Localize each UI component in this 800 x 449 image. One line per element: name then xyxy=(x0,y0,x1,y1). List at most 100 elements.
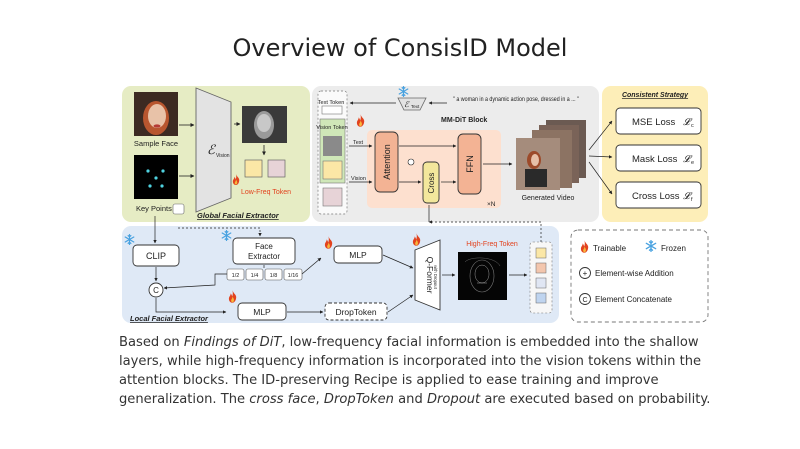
plus-circle-icon xyxy=(579,267,591,279)
high-freq-token-label: High-Freq Token xyxy=(466,241,518,248)
repeat-label: ×N xyxy=(487,201,496,208)
text-token-box xyxy=(321,105,343,115)
mlp-top-block xyxy=(333,245,383,264)
legend-trainable: Trainable xyxy=(593,244,627,253)
caption-italic: cross face xyxy=(249,392,316,407)
caption-part: , xyxy=(315,392,324,407)
arrow-video-cross xyxy=(588,161,613,195)
global-extractor-label: Global Facial Extractor xyxy=(197,211,280,220)
global-facial-extractor: Sample Face Key Points ℰ Vision Low-Freq xyxy=(122,86,310,222)
stream-text-label: Text xyxy=(353,140,364,146)
vision-token-label: Vision Token xyxy=(316,125,348,131)
prompt-text: " a woman in a dynamic action pose, dres… xyxy=(453,96,580,103)
strategy-title: Consistent Strategy xyxy=(622,92,689,99)
scale-label: 1/16 xyxy=(288,273,299,279)
arrow-concat-mlp xyxy=(155,298,227,314)
loss-mse-label: MSE Loss xyxy=(632,117,676,128)
attention-block xyxy=(374,131,399,193)
loss-mask-symbol: 𝓛 xyxy=(683,154,693,165)
consistent-strategy-panel: Consistent Strategy MSE Loss 𝓛 c Mask Lo… xyxy=(588,86,708,222)
loss-cross-symbol: 𝓛 xyxy=(683,191,693,202)
caption-italic: Dropout xyxy=(426,392,481,407)
scale-box xyxy=(226,268,245,281)
addition-node xyxy=(407,158,415,166)
scale-boxes: 1/2 1/4 1/8 1/16 xyxy=(226,268,303,281)
mlp-bottom-label: MLP xyxy=(253,307,271,317)
droptoken-block xyxy=(324,302,388,321)
caption-italic: DropToken xyxy=(323,392,394,407)
loss-cross: Cross Loss 𝓛 f xyxy=(615,181,702,209)
loss-mask: Mask Loss 𝓛 e xyxy=(615,144,702,172)
concat-circle-icon xyxy=(579,293,591,305)
arrow-video-mask xyxy=(588,155,613,159)
low-freq-token-label: Low-Freq Token xyxy=(241,189,291,196)
text-token-label: Text Token xyxy=(318,100,345,106)
generated-video-label: Generated Video xyxy=(522,195,575,202)
loss-mask-label: Mask Loss xyxy=(632,154,678,165)
caption-part: and xyxy=(393,392,427,407)
prompt-line: " a woman in a dynamic action pose, dres… xyxy=(453,96,580,103)
clip-block xyxy=(132,244,180,267)
key-points-label: Key Points xyxy=(136,204,172,213)
loss-mse-sub: c xyxy=(691,123,694,129)
arrow-droptoken-qformer xyxy=(387,294,414,313)
high-freq-token xyxy=(535,262,547,274)
arrow-scales-mlp xyxy=(301,257,322,275)
droptoken-label: DropToken xyxy=(335,307,376,317)
high-freq-image xyxy=(458,252,507,300)
encoded-face-image xyxy=(242,106,287,143)
mlp-bottom-block xyxy=(237,302,287,321)
legend-addition: Element-wise Addition xyxy=(595,269,674,278)
caption-part: are executed based on probability. xyxy=(480,392,711,407)
local-facial-extractor: CLIP C Face Extractor 1/2 1/4 1/8 1/16 M… xyxy=(122,216,559,323)
qformer-sub: with Dropout xyxy=(433,265,438,289)
arrow-face-extractor xyxy=(178,227,262,237)
arrow-mlp-qformer xyxy=(382,254,414,269)
qformer-label: Q-Former xyxy=(425,257,435,294)
clip-label: CLIP xyxy=(146,251,166,261)
key-points-tag xyxy=(172,203,185,215)
caption-part: , low-frequency facial information is em… xyxy=(119,335,702,407)
arrow-scales-concat xyxy=(163,273,227,290)
concat-label: C xyxy=(153,286,159,295)
scale-box xyxy=(264,268,283,281)
mlp-top-label: MLP xyxy=(349,250,367,260)
cross-label: Cross xyxy=(427,173,436,194)
cross-block xyxy=(422,161,440,204)
scale-label: 1/4 xyxy=(251,273,259,279)
caption-part: Based on xyxy=(119,335,184,350)
high-freq-token xyxy=(535,292,547,304)
caption: Based on Findings of DiT, low-frequency … xyxy=(119,333,719,409)
mmdit-panel: Text Token Vision Token ℰ Text " a woman… xyxy=(312,86,599,222)
local-extractor-label: Local Facial Extractor xyxy=(130,314,209,323)
scale-label: 1/8 xyxy=(270,273,278,279)
legend-plus-symbol: + xyxy=(583,269,588,278)
consisid-diagram: Sample Face Key Points ℰ Vision Low-Freq xyxy=(122,86,709,323)
vision-encoder xyxy=(195,87,232,213)
vision-encoder-sub: Vision xyxy=(216,153,230,159)
low-freq-token-2 xyxy=(267,159,286,178)
attention-label: Attention xyxy=(382,144,392,180)
vision-token-extra xyxy=(322,187,343,207)
vision-token-noise xyxy=(323,136,342,156)
concat-node xyxy=(148,282,164,298)
sample-face-image xyxy=(134,92,178,136)
text-encoder-sub: Text xyxy=(411,104,420,109)
legend: Trainable Frozen + Element-wise Addition… xyxy=(570,229,709,323)
key-points-image xyxy=(134,155,178,199)
mmdit-block-label: MM-DiT Block xyxy=(441,117,487,124)
legend-concatenate: Element Concatenate xyxy=(595,295,672,304)
low-freq-token-1 xyxy=(244,159,263,178)
text-encoder-symbol: ℰ xyxy=(404,100,410,109)
loss-mse-symbol: 𝓛 xyxy=(683,117,693,128)
loss-mse: MSE Loss 𝓛 c xyxy=(615,107,702,135)
high-freq-token xyxy=(535,247,547,259)
text-encoder xyxy=(397,97,427,111)
stream-vision-label: Vision xyxy=(351,176,366,182)
loss-cross-sub: f xyxy=(691,197,693,203)
scale-box xyxy=(283,268,303,281)
loss-mask-sub: e xyxy=(691,160,694,166)
vision-token-lowfreq xyxy=(322,160,343,180)
face-extractor-block xyxy=(232,237,296,265)
generated-video xyxy=(516,120,586,190)
